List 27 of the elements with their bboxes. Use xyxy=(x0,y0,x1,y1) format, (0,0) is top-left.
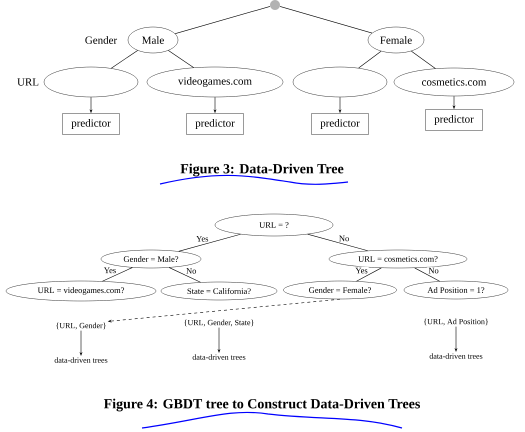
edge-label: No xyxy=(427,266,440,274)
figure-caption: Figure 3: Data-Driven Tree xyxy=(180,164,344,176)
tree-node-ellipse xyxy=(44,66,138,98)
edge-label: Yes xyxy=(195,234,210,243)
edge-label: Yes xyxy=(354,266,369,274)
connector-line xyxy=(168,267,201,283)
predictor-box: predictor xyxy=(186,113,244,135)
connector-line xyxy=(102,267,133,282)
connector-line xyxy=(280,6,372,34)
connector-line xyxy=(110,50,138,69)
connector-line xyxy=(358,50,382,68)
connector-line xyxy=(414,268,440,282)
root-dot xyxy=(270,0,280,10)
figure-caption: Figure 4: GBDT tree to Construct Data-Driven Trees xyxy=(104,398,420,412)
edge-label: No xyxy=(185,267,198,275)
predictor-box: predictor xyxy=(311,113,369,135)
connector-line xyxy=(174,6,270,34)
edge-label: No xyxy=(338,234,350,242)
connector-line xyxy=(411,50,436,69)
connector-line xyxy=(168,50,194,68)
edge-label: Yes xyxy=(102,266,118,274)
predictor-box: predictor xyxy=(62,113,120,135)
predictor-box: predictor xyxy=(425,109,483,131)
connector-line xyxy=(307,234,368,252)
level-label: Gender xyxy=(85,36,118,44)
tree-node-ellipse xyxy=(292,66,388,98)
connector-line xyxy=(178,234,241,252)
